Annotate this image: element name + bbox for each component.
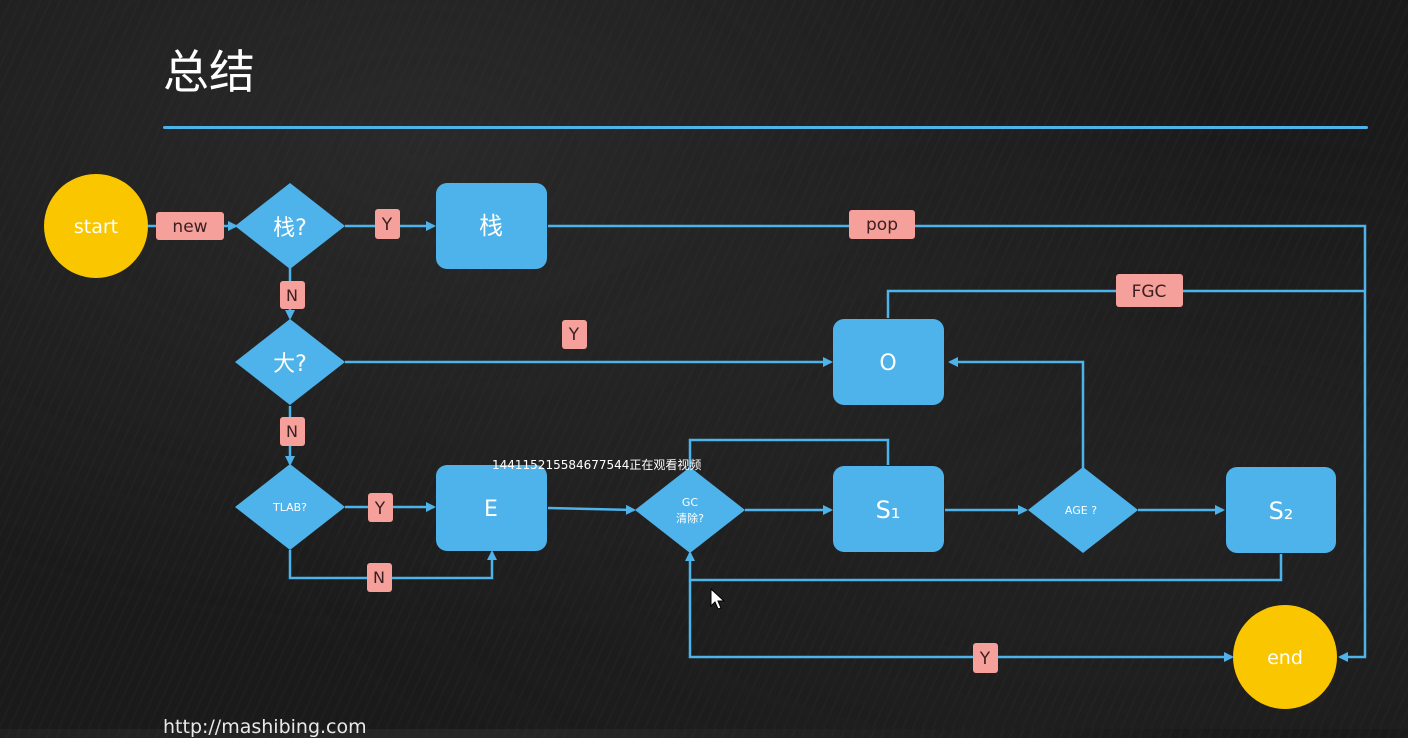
- title-divider: [163, 126, 1368, 129]
- label-tlab-no-text: N: [373, 568, 385, 587]
- tlab-decision-label: TLAB?: [272, 501, 307, 514]
- label-gc-yes-text: Y: [979, 649, 991, 669]
- age-decision-label: AGE ?: [1065, 504, 1097, 517]
- start-node: start: [44, 174, 148, 278]
- age-decision: AGE ?: [1028, 467, 1138, 553]
- label-big-no: N: [280, 417, 305, 446]
- label-pop-text: pop: [866, 215, 898, 235]
- stack-box: 栈: [436, 183, 547, 269]
- label-new: new: [156, 212, 224, 240]
- survivor2-label: S₂: [1269, 497, 1294, 525]
- label-stack-yes-text: Y: [381, 215, 393, 235]
- big-decision: 大?: [235, 319, 345, 405]
- edge-eden-gcq: [547, 504, 636, 515]
- end-node: end: [1233, 605, 1337, 709]
- old-gen-label: O: [879, 351, 896, 376]
- gc-decision-label-line1: GC: [682, 496, 699, 509]
- tlab-decision: TLAB?: [235, 464, 345, 550]
- big-decision-label: 大?: [273, 352, 307, 377]
- label-stack-no-text: N: [286, 286, 298, 305]
- eden-box: E: [436, 465, 547, 551]
- edge-s2-back-gcq: [685, 551, 1283, 582]
- label-new-text: new: [172, 217, 207, 237]
- label-tlab-no: N: [367, 563, 392, 592]
- eden-label: E: [484, 497, 498, 522]
- stack-decision: 栈?: [235, 183, 345, 269]
- label-tlab-yes: Y: [368, 493, 393, 522]
- label-big-yes-text: Y: [568, 325, 580, 345]
- stack-box-label: 栈: [479, 212, 503, 240]
- edge-old-fgc-end: [886, 289, 1365, 318]
- label-pop: pop: [849, 210, 915, 239]
- old-gen-box: O: [833, 319, 944, 405]
- gc-decision-label-line2: 清除?: [676, 511, 704, 525]
- label-stack-yes: Y: [375, 209, 400, 239]
- footer-url: http://mashibing.com: [163, 716, 367, 738]
- start-label: start: [74, 216, 118, 238]
- label-tlab-yes-text: Y: [374, 499, 386, 519]
- label-fgc: FGC: [1116, 274, 1183, 307]
- edge-ageq-old: [948, 357, 1085, 468]
- end-label: end: [1267, 647, 1303, 669]
- label-stack-no: N: [280, 281, 305, 309]
- edge-gcq-end: [688, 580, 1234, 662]
- label-gc-yes: Y: [973, 643, 998, 673]
- viewer-overlay-text: 1441152155846775​44正在观看视频: [492, 458, 702, 472]
- edge-stack-end: [548, 224, 1367, 662]
- page-title: 总结: [163, 45, 255, 99]
- survivor1-label: S₁: [876, 496, 901, 524]
- edge-s1-back-gcq: [688, 438, 890, 468]
- label-big-no-text: N: [286, 422, 298, 441]
- gc-decision: GC 清除?: [635, 467, 745, 553]
- label-fgc-text: FGC: [1132, 282, 1167, 302]
- stack-decision-label: 栈?: [273, 216, 307, 241]
- label-big-yes: Y: [562, 320, 587, 349]
- survivor1-box: S₁: [833, 466, 944, 552]
- survivor2-box: S₂: [1226, 467, 1336, 553]
